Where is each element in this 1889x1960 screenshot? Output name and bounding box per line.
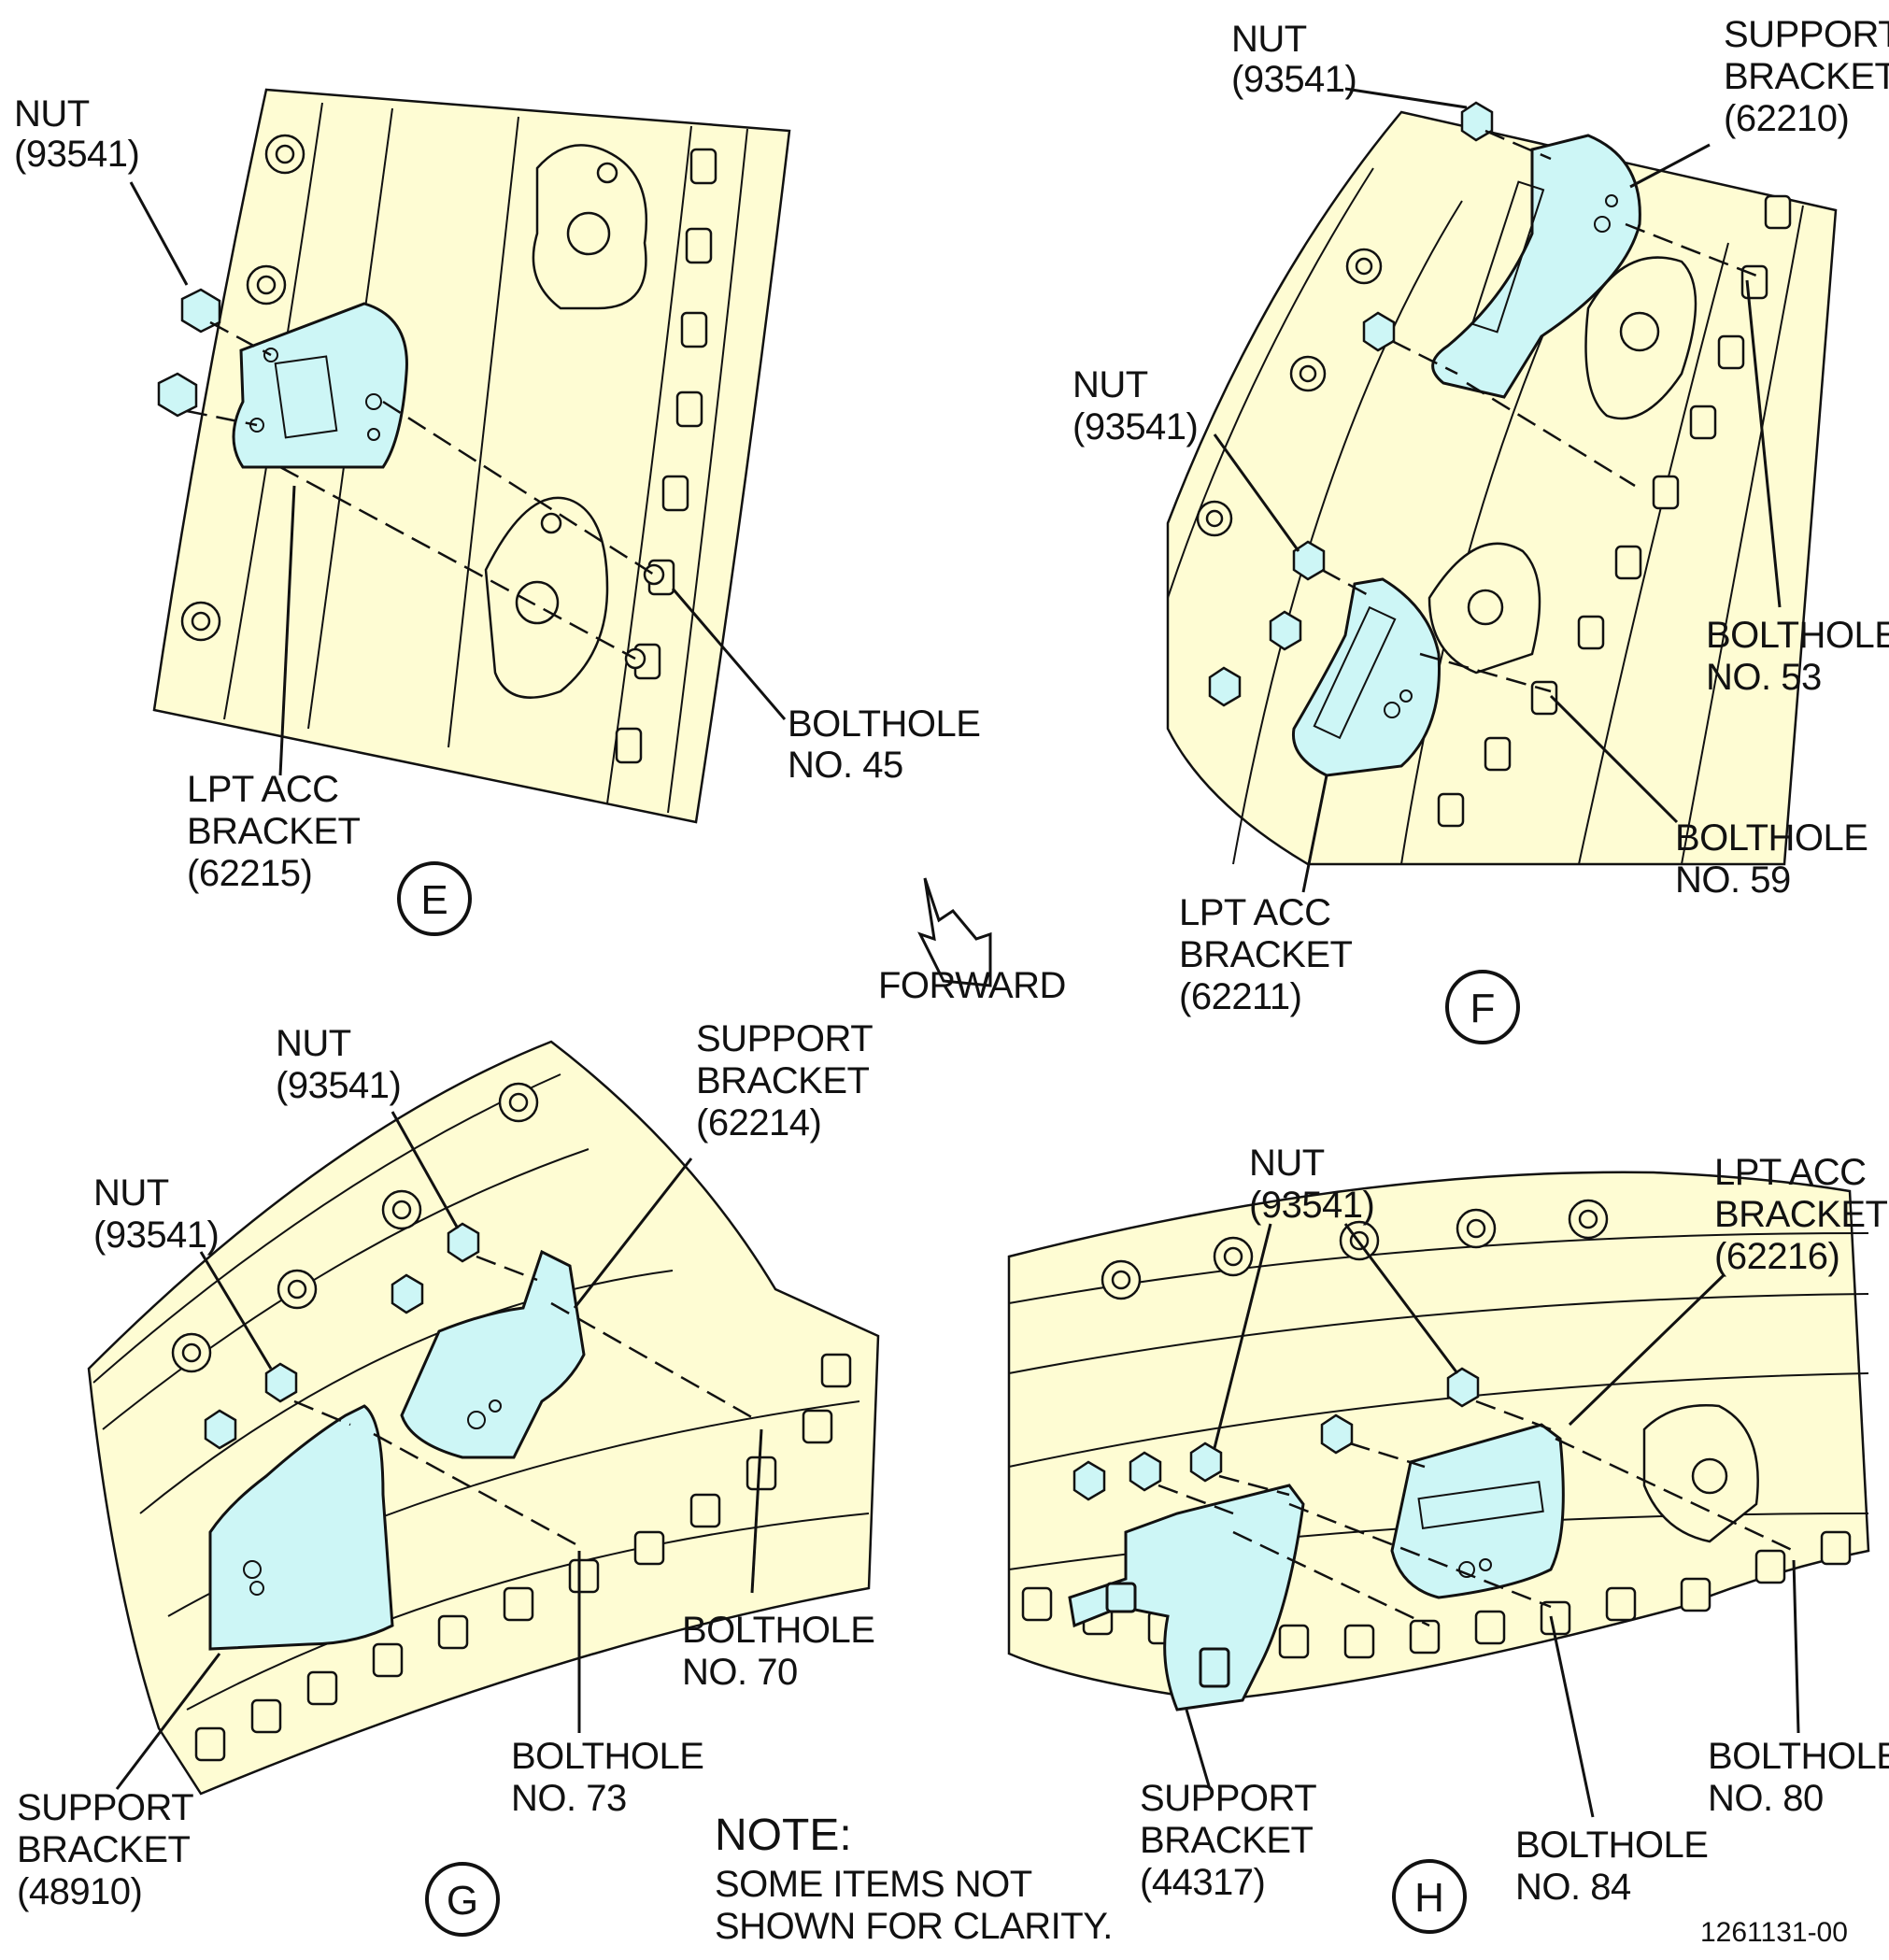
view-h-lpt-acc-bracket-part: [1390, 1423, 1565, 1599]
view-f-nut-top-label-1: NUT: [1231, 19, 1307, 60]
view-g-nut-left-label-2: (93541): [93, 1214, 219, 1256]
view-g-support-bottom-label-3: (48910): [17, 1871, 142, 1912]
view-h-bolthole-a-label-1: BOLTHOLE: [1708, 1736, 1889, 1777]
view-g-support-bracket-62214-part: [400, 1249, 586, 1459]
note-line-2: SHOWN FOR CLARITY.: [715, 1906, 1113, 1947]
view-f-callout: [1445, 970, 1520, 1044]
view-h-nut-top: [1446, 1367, 1480, 1408]
forward-arrow-icon: [917, 877, 992, 987]
forward-indicator: FORWARD: [878, 877, 1066, 1006]
view-g-callout: [425, 1862, 500, 1937]
view-f-bracket-label-3: (62211): [1179, 976, 1301, 1017]
view-f-lpt-acc-bracket-part: [1291, 577, 1441, 777]
view-h: NUT (93541) LPT ACC BRACKET (62216) BOLT…: [1007, 1143, 1889, 1934]
view-e-letter: E: [420, 877, 447, 923]
view-f-nut-top-label-2: (93541): [1231, 59, 1356, 100]
view-h-bracket-label-3: (62216): [1714, 1236, 1839, 1277]
view-e-nut-label-2: (93541): [14, 134, 139, 175]
forward-label: FORWARD: [878, 965, 1066, 1006]
view-g-support-top-label-2: BRACKET: [696, 1060, 869, 1101]
view-f-support-label-3: (62210): [1724, 98, 1849, 139]
view-e-nut-lower: [157, 372, 198, 418]
view-f-support-label-2: BRACKET: [1724, 56, 1889, 97]
view-f-nut-mid: [1292, 540, 1326, 581]
view-h-bracket-label-2: BRACKET: [1714, 1194, 1887, 1235]
view-e-bolthole-label-2: NO. 45: [788, 745, 903, 786]
view-f-letter: F: [1470, 986, 1496, 1031]
view-g-nut-top-label-1: NUT: [276, 1023, 351, 1064]
view-e-bolthole-label-1: BOLTHOLE: [788, 703, 980, 745]
view-e-bracket-label-1: LPT ACC: [187, 769, 339, 810]
view-f-nut-upper-left: [1362, 311, 1396, 352]
view-g-bolthole-a-label-2: NO. 70: [682, 1652, 798, 1693]
view-f-nut-top: [1460, 101, 1494, 142]
view-h-bolthole-a-label-2: NO. 80: [1708, 1778, 1824, 1819]
view-e: NUT (93541) LPT ACC BRACKET (62215) BOLT…: [14, 88, 981, 936]
view-g-support-bottom-label-2: BRACKET: [17, 1829, 190, 1870]
view-f-bracket-label-2: BRACKET: [1179, 934, 1352, 975]
view-h-support-bracket-part: [1068, 1484, 1305, 1711]
view-e-bracket-label-2: BRACKET: [187, 811, 360, 852]
view-f-nut-mid-label-1: NUT: [1072, 364, 1148, 405]
view-h-bolthole-b-label-1: BOLTHOLE: [1515, 1825, 1708, 1866]
view-f-nut-mid-label-2: (93541): [1072, 406, 1198, 447]
view-g-nut-left-label-1: NUT: [93, 1172, 169, 1214]
note-heading: NOTE:: [715, 1811, 852, 1860]
view-g-nut-top-label-2: (93541): [276, 1065, 401, 1106]
view-g-bolthole-a-label-1: BOLTHOLE: [682, 1610, 874, 1651]
view-h-letter: H: [1414, 1875, 1444, 1921]
view-f-bolthole-a-label-2: NO. 53: [1706, 657, 1822, 698]
view-g-nut-left: [264, 1362, 298, 1403]
view-g-nut-top: [447, 1222, 480, 1263]
view-f-bolthole-b-label-1: BOLTHOLE: [1675, 817, 1868, 859]
view-h-nut-label-1: NUT: [1249, 1143, 1325, 1184]
view-e-bracket-label-3: (62215): [187, 853, 312, 894]
view-e-nut-label-1: NUT: [14, 93, 90, 135]
view-e-callout: [397, 861, 472, 936]
view-h-support-label-1: SUPPORT: [1140, 1778, 1316, 1819]
view-g-bolt-row: [194, 1273, 852, 1762]
view-g-bolthole-b-label-1: BOLTHOLE: [511, 1736, 703, 1777]
view-f-bolthole-b-label-2: NO. 59: [1675, 859, 1791, 901]
view-f-bolthole-a-label-1: BOLTHOLE: [1706, 615, 1889, 656]
view-h-bracket-label-1: LPT ACC: [1714, 1152, 1867, 1193]
view-h-bolthole-b-label-2: NO. 84: [1515, 1867, 1631, 1908]
view-g: NUT (93541) SUPPORT BRACKET (62214) NUT …: [17, 1018, 880, 1937]
view-h-callout: [1392, 1859, 1467, 1934]
view-e-lpt-acc-bracket-part: [232, 302, 408, 469]
view-h-nut-mid: [1189, 1442, 1223, 1483]
note-line-1: SOME ITEMS NOT: [715, 1864, 1032, 1905]
view-g-support-bracket-48910-part: [208, 1404, 394, 1651]
view-g-letter: G: [447, 1878, 478, 1924]
view-g-support-top-label-3: (62214): [696, 1102, 821, 1143]
view-g-support-top-label-1: SUPPORT: [696, 1018, 873, 1059]
view-h-support-label-3: (44317): [1140, 1862, 1265, 1903]
view-h-support-label-2: BRACKET: [1140, 1820, 1313, 1861]
view-f: NUT (93541) SUPPORT BRACKET (62210) NUT …: [1072, 14, 1889, 1044]
view-h-nut-label-2: (93541): [1249, 1185, 1374, 1226]
view-f-support-label-1: SUPPORT: [1724, 14, 1889, 55]
view-g-support-bottom-label-1: SUPPORT: [17, 1787, 193, 1828]
note-block: NOTE: SOME ITEMS NOT SHOWN FOR CLARITY.: [715, 1811, 1113, 1947]
view-f-bracket-label-1: LPT ACC: [1179, 892, 1331, 933]
view-e-nut-upper: [180, 288, 221, 334]
figure-number: 1261131-00: [1700, 1917, 1848, 1948]
view-g-bolthole-b-label-2: NO. 73: [511, 1778, 627, 1819]
view-f-support-bracket-part: [1431, 134, 1641, 399]
